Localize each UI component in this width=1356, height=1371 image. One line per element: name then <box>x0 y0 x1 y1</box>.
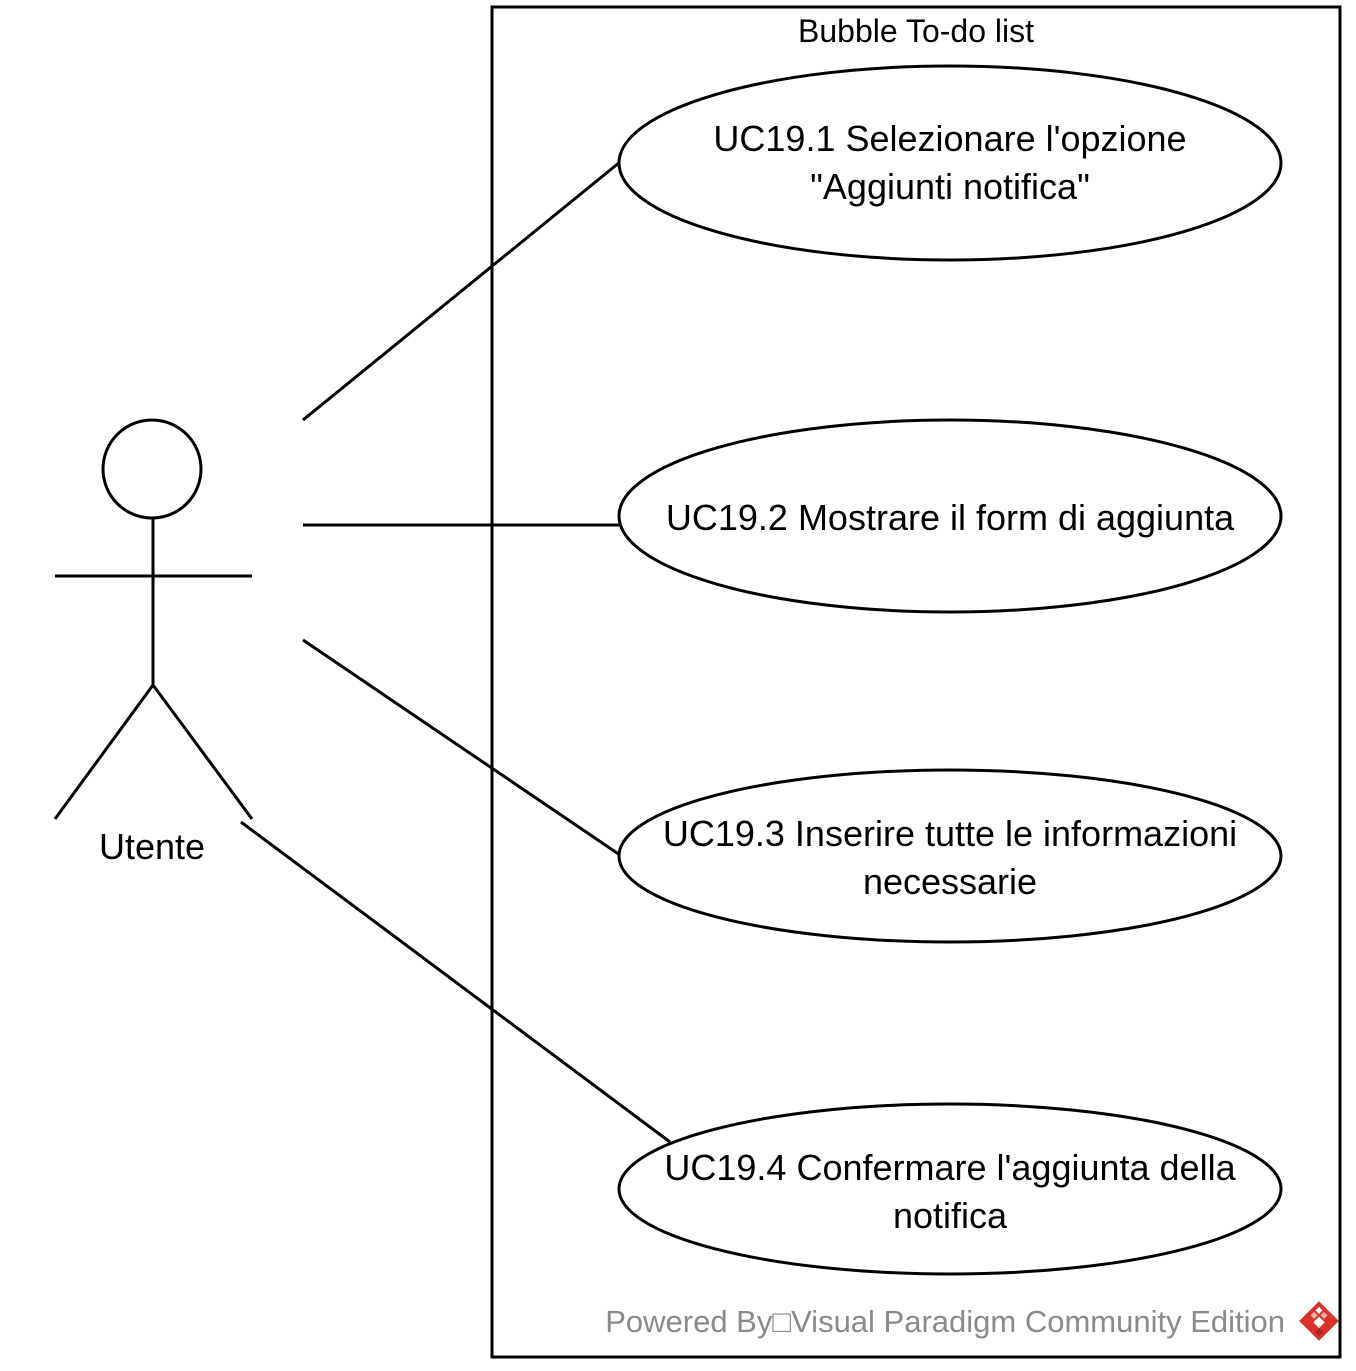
use-case-uc19-3 <box>617 768 1283 944</box>
actor-left-leg <box>53 684 155 820</box>
actor-right-leg <box>151 684 254 820</box>
use-case-uc19-1 <box>617 64 1283 262</box>
association-line-uc19-1 <box>302 160 621 422</box>
association-line-uc19-3 <box>302 638 621 857</box>
use-case-uc19-4 <box>617 1102 1283 1276</box>
use-case-label-uc19-3: UC19.3 Inserire tutte le informazioni ne… <box>662 813 1238 902</box>
system-title: Bubble To-do list <box>798 13 1034 49</box>
actor-figure <box>53 418 254 820</box>
use-case-label-uc19-4: UC19.4 Confermare l'aggiunta della notif… <box>664 1147 1236 1236</box>
use-case-label-uc19-1: UC19.1 Selezionare l'opzione "Aggiunti n… <box>713 118 1187 207</box>
visual-paradigm-logo-icon <box>1299 1301 1339 1341</box>
system-boundary <box>490 5 1342 1359</box>
association-line-uc19-4 <box>240 820 671 1144</box>
watermark-text: Powered By□Visual Paradigm Community Edi… <box>605 1304 1285 1339</box>
actor-name: Utente <box>98 826 206 867</box>
actor-head <box>101 418 203 520</box>
use-case-uc19-2 <box>617 418 1283 614</box>
use-case-label-uc19-2: UC19.2 Mostrare il form di aggiunta <box>665 497 1235 538</box>
